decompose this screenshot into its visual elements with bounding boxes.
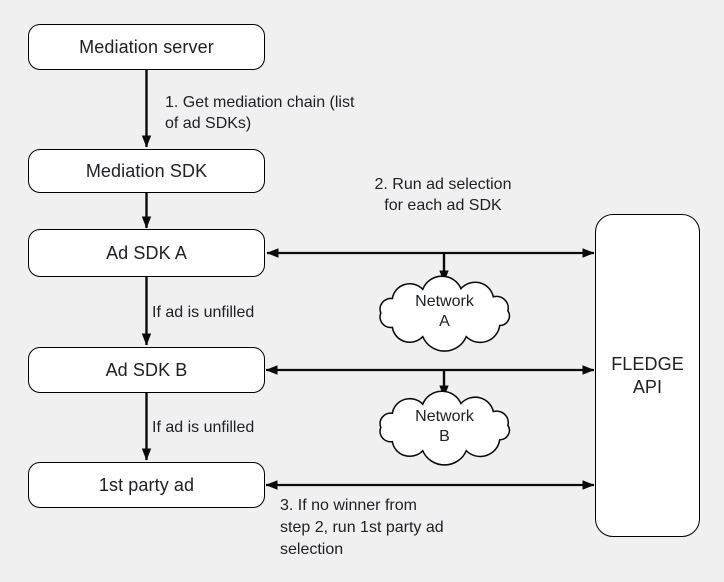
network-a-label: Network A: [371, 292, 518, 332]
annotation-step2-line1: 2. Run ad selection: [374, 176, 512, 193]
node-ad-sdk-b-label: Ad SDK B: [105, 359, 188, 380]
cloud-shape: [379, 275, 511, 352]
node-mediation-server-label: Mediation server: [79, 36, 214, 57]
node-mediation-sdk: Mediation SDK: [28, 149, 265, 193]
node-fledge-api: FLEDGE API: [595, 214, 700, 537]
node-fledge-api-label-line2: API: [632, 376, 663, 397]
network-a-cloud: [371, 275, 518, 352]
node-ad-sdk-a: Ad SDK A: [28, 229, 265, 277]
cloud-shape: [379, 390, 511, 466]
node-fledge-api-label-line1: FLEDGE: [611, 353, 684, 374]
annotation-step3: 3. If no winner from step 2, run 1st par…: [280, 495, 444, 561]
annotation-step1-line2: of ad SDKs): [165, 115, 252, 132]
annotation-step1-line1: 1. Get mediation chain (list: [165, 94, 355, 111]
network-b-cloud: [371, 390, 518, 466]
annotation-if-ad-unfilled-b: If ad is unfilled: [152, 417, 254, 438]
annotation-step2-line2: for each ad SDK: [384, 197, 502, 214]
network-a-label-line2: A: [439, 313, 450, 330]
annotation-step3-line2: step 2, run 1st party ad: [280, 519, 444, 536]
node-ad-sdk-a-label: Ad SDK A: [106, 242, 187, 263]
annotation-step2: 2. Run ad selection for each ad SDK: [368, 174, 518, 216]
node-mediation-server: Mediation server: [28, 24, 265, 70]
network-b-label-line1: Network: [415, 408, 474, 425]
node-first-party-ad-label: 1st party ad: [98, 474, 195, 495]
annotation-if-ad-unfilled-a-text: If ad is unfilled: [152, 304, 255, 321]
annotation-if-ad-unfilled-b-text: If ad is unfilled: [152, 419, 255, 436]
network-b-label: Network B: [371, 407, 518, 447]
node-ad-sdk-b: Ad SDK B: [28, 347, 265, 393]
node-first-party-ad: 1st party ad: [28, 462, 265, 508]
annotation-if-ad-unfilled-a: If ad is unfilled: [152, 302, 254, 323]
network-b-label-line2: B: [439, 428, 450, 445]
annotation-step1: 1. Get mediation chain (list of ad SDKs): [165, 92, 354, 134]
network-a-label-line1: Network: [415, 293, 474, 310]
node-mediation-sdk-label: Mediation SDK: [85, 160, 208, 181]
annotation-step3-line1: 3. If no winner from: [280, 497, 417, 514]
annotation-step3-line3: selection: [280, 541, 344, 558]
